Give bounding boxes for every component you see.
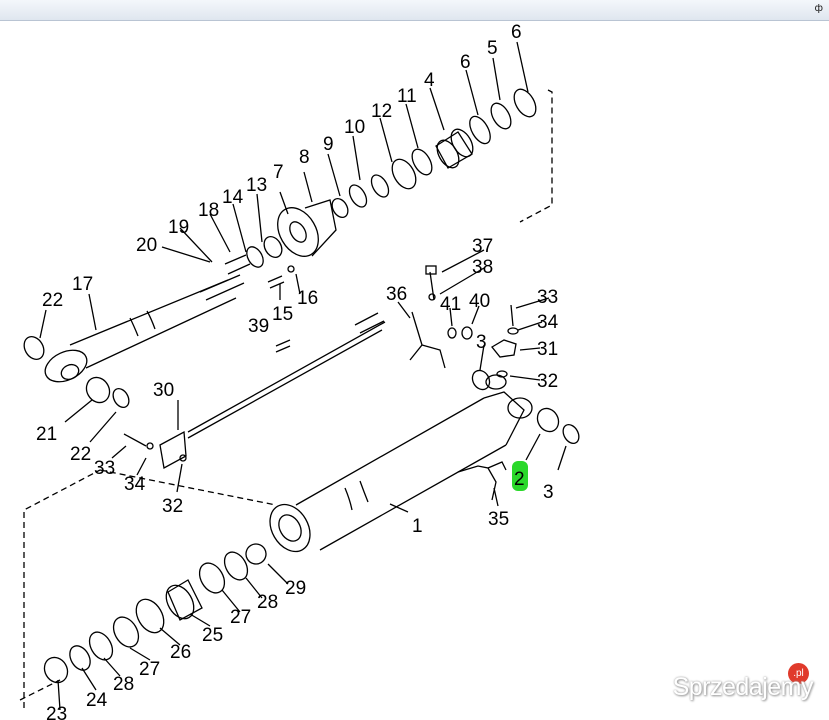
part-27	[198, 562, 226, 594]
label-8: 8	[299, 147, 310, 168]
cylinder-head	[269, 503, 311, 553]
label-29: 29	[285, 578, 306, 599]
label-5: 5	[487, 38, 498, 59]
piston-head	[277, 207, 319, 257]
label-11: 11	[397, 86, 417, 107]
label-23: 23	[46, 704, 67, 720]
watermark-badge: .pl	[788, 663, 809, 684]
label-28: 28	[257, 592, 278, 613]
label-38: 38	[472, 257, 493, 278]
label-33: 33	[537, 287, 558, 308]
part-6-ring	[469, 115, 491, 145]
window-title-bar: ф	[0, 0, 829, 21]
label-18: 18	[198, 200, 219, 221]
label-12: 12	[371, 101, 392, 122]
label-6: 6	[460, 52, 471, 73]
label-39: 39	[248, 316, 269, 337]
label-10: 10	[344, 117, 365, 138]
label-7: 7	[273, 162, 284, 183]
part-10	[370, 174, 390, 198]
part-12	[391, 158, 417, 190]
highlight-marker	[512, 461, 528, 491]
part-25	[167, 579, 203, 621]
label-21: 21	[36, 424, 57, 445]
label-13: 13	[246, 175, 267, 196]
label-24: 24	[86, 690, 108, 711]
cylinder-tube	[295, 397, 507, 551]
part-9	[348, 184, 368, 208]
label-32: 32	[537, 371, 558, 392]
part-28	[223, 551, 249, 581]
label-37: 37	[472, 236, 493, 257]
label-3: 3	[543, 482, 554, 503]
part-6b-ring	[513, 88, 537, 118]
part-28b	[88, 631, 114, 661]
label-16: 16	[297, 288, 318, 309]
label-6: 6	[511, 22, 522, 43]
label-22: 22	[70, 444, 91, 465]
label-27: 27	[139, 659, 160, 680]
part-8	[331, 198, 349, 218]
label-2: 2	[514, 469, 525, 490]
part-27b	[112, 616, 140, 648]
label-22: 22	[42, 290, 63, 311]
part-11	[411, 148, 433, 176]
label-31: 31	[537, 339, 558, 360]
watermark-logo: Sprzedajemy	[672, 673, 814, 701]
label-27: 27	[230, 607, 251, 628]
bushing-2	[536, 407, 560, 433]
label-34: 34	[537, 312, 559, 333]
label-20: 20	[136, 235, 157, 256]
part-5-ring	[490, 102, 512, 130]
part-4	[435, 131, 473, 169]
label-17: 17	[72, 274, 93, 295]
label-1: 1	[412, 516, 423, 537]
label-41: 41	[440, 294, 461, 315]
label-35: 35	[488, 509, 509, 530]
label-25: 25	[202, 625, 223, 646]
label-33: 33	[94, 458, 115, 479]
label-4: 4	[424, 70, 435, 91]
label-34: 34	[124, 474, 146, 495]
label-40: 40	[469, 291, 490, 312]
label-30: 30	[153, 380, 174, 401]
label-14: 14	[222, 187, 244, 208]
part-24	[69, 645, 91, 671]
bracket-30	[159, 430, 187, 470]
part-23	[43, 656, 69, 684]
label-19: 19	[168, 217, 189, 238]
label-32: 32	[162, 496, 183, 517]
frame-dashed	[519, 89, 553, 223]
label-3: 3	[476, 332, 487, 353]
label-28: 28	[113, 674, 134, 695]
label-26: 26	[170, 642, 191, 663]
label-15: 15	[272, 304, 293, 325]
part-29	[245, 543, 267, 565]
label-36: 36	[386, 284, 407, 305]
pin-icon[interactable]: ф	[814, 3, 823, 14]
label-9: 9	[323, 134, 334, 155]
part-26	[135, 598, 165, 634]
